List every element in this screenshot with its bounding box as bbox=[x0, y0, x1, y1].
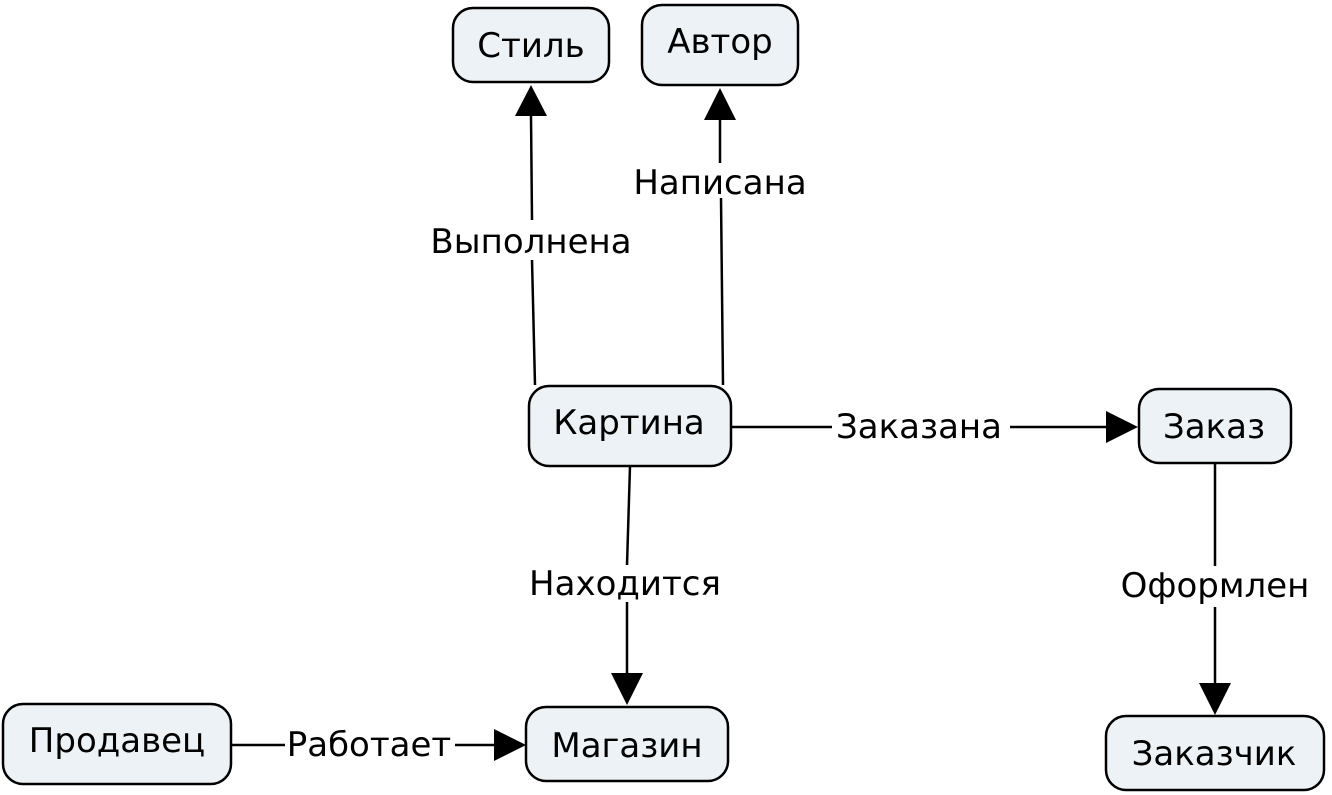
edge-label-formalized: Оформлен bbox=[1121, 566, 1310, 606]
node-label-author: Автор bbox=[667, 22, 773, 62]
node-label-style: Стиль bbox=[477, 26, 584, 66]
arrowhead-icon bbox=[1106, 411, 1138, 443]
arrowhead-icon bbox=[611, 673, 643, 705]
edge-label-written: Написана bbox=[633, 163, 806, 203]
edge-order-customer: Оформлен bbox=[1121, 464, 1310, 715]
edge-label-ordered: Заказана bbox=[836, 407, 1002, 447]
arrowhead-icon bbox=[1199, 683, 1231, 715]
node-label-customer: Заказчик bbox=[1132, 734, 1297, 774]
node-label-seller: Продавец bbox=[29, 721, 205, 761]
edge-seller-shop: Работает bbox=[231, 725, 526, 765]
node-label-painting: Картина bbox=[553, 403, 705, 443]
node-customer[interactable]: Заказчик bbox=[1104, 714, 1326, 792]
node-seller[interactable]: Продавец bbox=[1, 702, 233, 786]
node-author[interactable]: Автор bbox=[640, 3, 800, 87]
edge-painting-author: Написана bbox=[633, 88, 807, 386]
edge-label-located: Находится bbox=[529, 564, 721, 604]
edge-painting-order: Заказана bbox=[731, 407, 1138, 447]
node-style[interactable]: Стиль bbox=[451, 6, 611, 84]
edge-label-executed: Выполнена bbox=[430, 222, 631, 262]
arrowhead-icon bbox=[515, 85, 547, 116]
node-label-shop: Магазин bbox=[551, 726, 702, 766]
node-label-order: Заказ bbox=[1163, 407, 1265, 447]
node-order[interactable]: Заказ bbox=[1137, 387, 1293, 465]
node-painting[interactable]: Картина bbox=[527, 384, 733, 468]
edge-label-works: Работает bbox=[287, 725, 451, 765]
node-shop[interactable]: Магазин bbox=[524, 705, 730, 783]
edge-painting-shop: Находится bbox=[529, 465, 721, 705]
arrowhead-icon bbox=[494, 729, 526, 761]
arrowhead-icon bbox=[704, 88, 736, 120]
edge-painting-style: Выполнена bbox=[430, 85, 632, 386]
